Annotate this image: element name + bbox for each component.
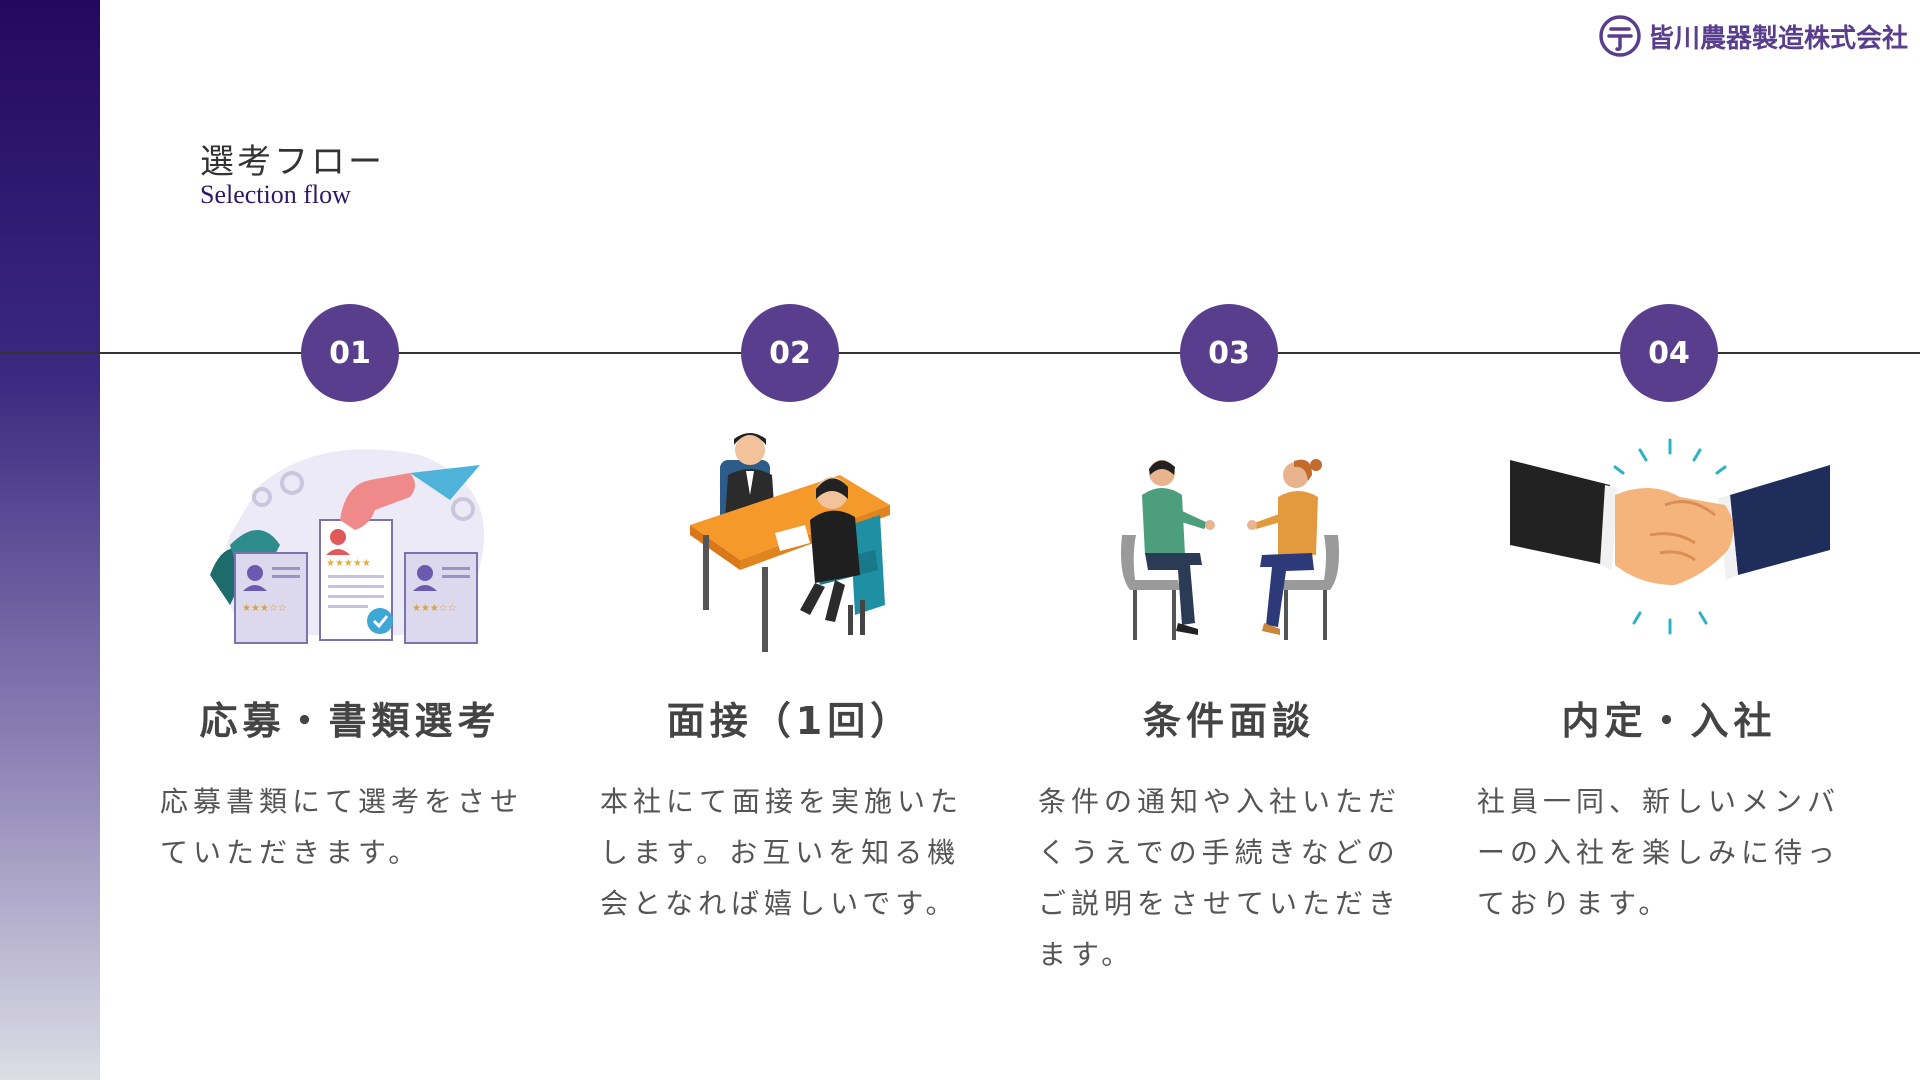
step-title: 条件面談 xyxy=(1009,690,1449,745)
company-name: 皆川農器製造株式会社 xyxy=(1648,18,1908,55)
meeting-illustration xyxy=(1050,425,1410,655)
handshake-illustration xyxy=(1490,425,1850,655)
step-number-badge: 02 xyxy=(741,304,839,402)
company-logo-mark-icon xyxy=(1598,14,1642,58)
page-title: 選考フロー xyxy=(200,134,385,183)
page-subtitle: Selection flow xyxy=(200,180,351,210)
step-title: 内定・入社 xyxy=(1449,690,1889,745)
step-description: 条件の通知や入社いただくうえでの手続きなどのご説明をさせていただきます。 xyxy=(1038,776,1410,980)
step-description: 応募書類にて選考をさせていただきます。 xyxy=(160,776,532,878)
svg-text:★★★☆☆: ★★★☆☆ xyxy=(242,603,287,614)
step-title: 面接（1回） xyxy=(570,690,1010,745)
step-number-badge: 03 xyxy=(1180,304,1278,402)
step-number-badge: 04 xyxy=(1620,304,1718,402)
svg-text:★★★★★: ★★★★★ xyxy=(326,558,371,569)
company-logo: 皆川農器製造株式会社 xyxy=(1598,14,1908,58)
sidebar-gradient xyxy=(0,0,100,1080)
step-number-badge: 01 xyxy=(301,304,399,402)
svg-text:★★★☆☆: ★★★☆☆ xyxy=(412,603,457,614)
interview-illustration xyxy=(610,425,970,655)
step-description: 本社にて面接を実施いたします。お互いを知る機会となれば嬉しいです。 xyxy=(600,776,972,929)
step-title: 応募・書類選考 xyxy=(130,690,570,745)
resume-selection-illustration: ★★★☆☆ ★★★☆☆ ★★★★★ xyxy=(170,425,530,655)
step-description: 社員一同、新しいメンバーの入社を楽しみに待っております。 xyxy=(1477,776,1849,929)
